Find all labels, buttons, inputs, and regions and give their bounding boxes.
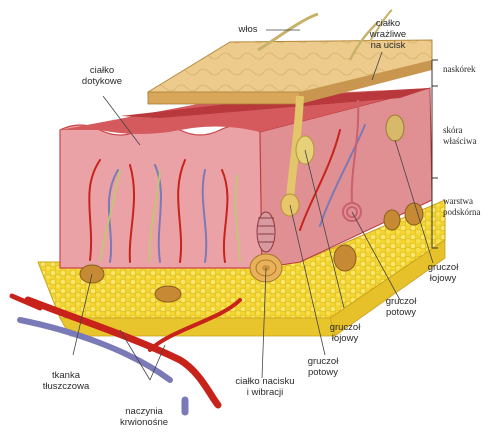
lamellated-receptor	[257, 212, 275, 252]
label-tactile-corpuscle: ciałko dotykowe	[70, 65, 134, 87]
label-adipose-tissue: tkanka tłuszczowa	[34, 370, 98, 392]
label-pressure-sensitive-corpuscle: ciałko wrażliwe na ucisk	[360, 18, 416, 51]
label-sweat-gland-right: gruczoł potowy	[378, 296, 424, 318]
label-sebaceous-gland-center: gruczoł łojowy	[322, 322, 368, 344]
label-subcutaneous-layer: warstwa podskórna	[443, 196, 493, 218]
label-pressure-vibration-corpuscle: ciałko nacisku i wibracji	[224, 376, 306, 398]
label-hair: włos	[228, 24, 268, 35]
label-blood-vessels: naczynia krwionośne	[110, 406, 178, 428]
label-sebaceous-gland-right: gruczoł łojowy	[420, 262, 466, 284]
label-sweat-gland-center: gruczoł potowy	[300, 356, 346, 378]
label-dermis: skóra właściwa	[443, 125, 493, 147]
label-epidermis: naskórek	[443, 64, 493, 75]
